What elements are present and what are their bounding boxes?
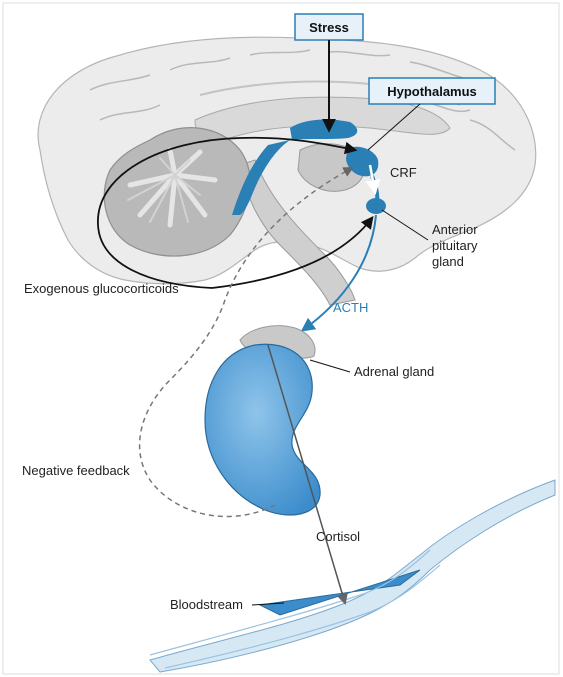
anterior-pituitary-label-line2: pituitary (432, 238, 478, 253)
anterior-pituitary-label-line1: Anterior (432, 222, 478, 237)
hypothalamus-box: Hypothalamus (369, 78, 495, 104)
pituitary-gland-shape (366, 198, 386, 214)
negative-feedback-label: Negative feedback (22, 463, 130, 478)
cortisol-label: Cortisol (316, 529, 360, 544)
exogenous-glucocorticoids-label: Exogenous glucocorticoids (24, 281, 179, 296)
stress-label: Stress (309, 20, 349, 35)
adrenal-kidney-illustration (205, 326, 320, 515)
bloodstream-label: Bloodstream (170, 597, 243, 612)
stress-box: Stress (295, 14, 363, 40)
crf-label: CRF (390, 165, 417, 180)
acth-label: ACTH (333, 300, 368, 315)
adrenal-gland-shape (205, 344, 320, 515)
hypothalamus-label: Hypothalamus (387, 84, 477, 99)
adrenal-gland-label: Adrenal gland (354, 364, 434, 379)
anterior-pituitary-label-line3: gland (432, 254, 464, 269)
adrenal-pointer (310, 360, 350, 372)
bloodstream-vessel (150, 480, 555, 672)
